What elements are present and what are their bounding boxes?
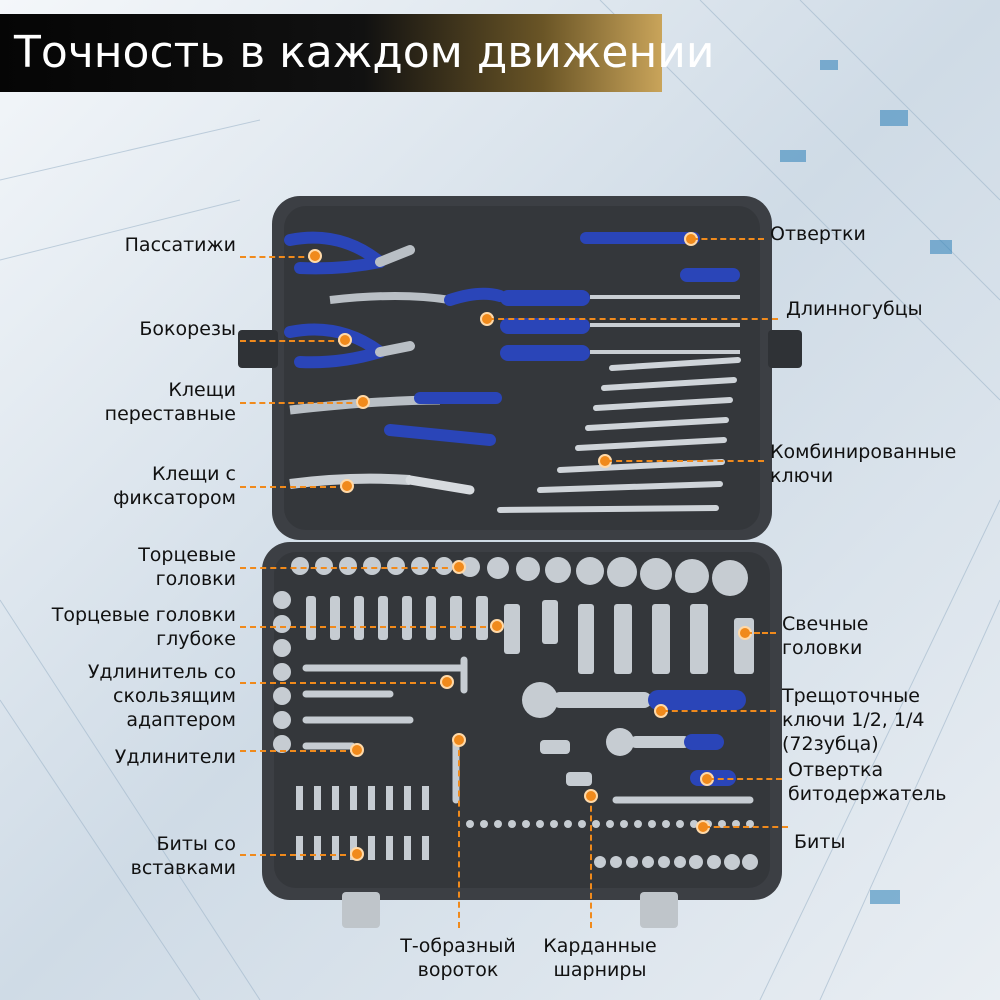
leader-udlinitel-adapter [240, 682, 446, 684]
label-bity-vstavki-1: Биты со [156, 833, 236, 855]
label-bokorezy: Бокорезы [139, 318, 236, 340]
label-tortsevye-1: Торцевые [138, 544, 236, 566]
pliers-group [284, 231, 506, 495]
marker-udliniteli [350, 743, 364, 757]
sockets-row [291, 557, 748, 596]
label-kardannye-2: шарниры [553, 959, 647, 981]
leader-bity [704, 826, 788, 828]
leader-treshchotochnye [662, 710, 776, 712]
label-passatizhi: Пассатижи [124, 234, 236, 256]
label-kardannye-1: Карданные [543, 935, 657, 957]
label-kombinirovannye-1: Комбинированные [770, 441, 957, 463]
leader-otvertki [692, 238, 764, 240]
universal-joints [540, 740, 592, 786]
label-tortsevye-glub-1: Торцевые головки [51, 604, 236, 626]
deep-sockets [306, 596, 754, 674]
label-bity: Биты [794, 831, 846, 853]
extensions [302, 656, 754, 804]
leader-passatizhi [240, 256, 314, 258]
label-otvertka-bit-2: битодержатель [788, 783, 947, 805]
label-treshchotochnye-1: Трещоточные [782, 685, 920, 707]
label-otvertka-bit-1: Отвертка [788, 759, 884, 781]
leader-bokorezy [240, 340, 344, 342]
marker-passatizhi [308, 249, 322, 263]
label-kleshchi-perestavnye-2: переставные [104, 403, 236, 425]
label-udliniteli: Удлинители [114, 746, 236, 768]
leader-dlinnogubtsy [488, 318, 778, 320]
label-kleshchi-fiksator-2: фиксатором [113, 487, 236, 509]
label-tortsevye-glub-2: глубоке [156, 628, 236, 650]
latch-right [640, 892, 678, 928]
label-kombinirovannye-2: ключи [770, 465, 834, 487]
leader-tortsevye-glub [240, 626, 496, 628]
leader-udliniteli [240, 750, 356, 752]
label-udlinitel-adapter-3: адаптером [126, 709, 236, 731]
label-bity-vstavki-2: вставками [130, 857, 236, 879]
marker-bity-vstavki [350, 847, 364, 861]
label-svechnye-2: головки [782, 637, 863, 659]
title-banner: Точность в каждом движении [0, 14, 715, 92]
label-t-vorotok-2: вороток [417, 959, 499, 981]
screwdrivers-group [500, 232, 740, 361]
marker-tortsevye-glub [490, 619, 504, 633]
label-t-vorotok-1: Т-образный [400, 935, 516, 957]
sockets-column [273, 591, 291, 753]
label-otvertki: Отвертки [770, 223, 866, 245]
ratchets [522, 682, 746, 786]
label-treshchotochnye-3: (72зубца) [782, 733, 879, 755]
label-kleshchi-perestavnye-1: Клещи [168, 379, 236, 401]
label-kleshchi-fiksator-1: Клещи с [151, 463, 236, 485]
marker-kleshchi-fiksator [340, 479, 354, 493]
leader-kleshchi-perestavnye [240, 402, 362, 404]
leader-kleshchi-fiksator [240, 486, 346, 488]
label-udlinitel-adapter-2: скользящим [113, 685, 236, 707]
label-udlinitel-adapter-1: Удлинитель со [87, 661, 236, 683]
wrenches-group [497, 357, 741, 513]
latch-left [342, 892, 380, 928]
marker-bokorezy [338, 333, 352, 347]
label-svechnye-1: Свечные [782, 613, 869, 635]
label-treshchotochnye-2: ключи 1/2, 1/4 [782, 709, 925, 731]
marker-kardannye [584, 789, 598, 803]
bits [296, 786, 429, 860]
marker-udlinitel-adapter [440, 675, 454, 689]
label-tortsevye-2: головки [155, 568, 236, 590]
leader-t-vorotok [458, 740, 460, 928]
leader-kardannye [590, 796, 592, 928]
small-sockets-row [594, 854, 758, 870]
label-dlinnogubtsy: Длинногубцы [786, 298, 923, 320]
leader-kombinirovannye [606, 460, 764, 462]
marker-tortsevye [452, 560, 466, 574]
leader-bity-vstavki [240, 854, 356, 856]
banner-title: Точность в каждом движении [14, 27, 715, 78]
marker-t-vorotok [452, 733, 466, 747]
leader-svechnye [746, 632, 776, 634]
leader-otvertka-bit [708, 778, 782, 780]
marker-kleshchi-perestavnye [356, 395, 370, 409]
leader-tortsevye [240, 567, 458, 569]
